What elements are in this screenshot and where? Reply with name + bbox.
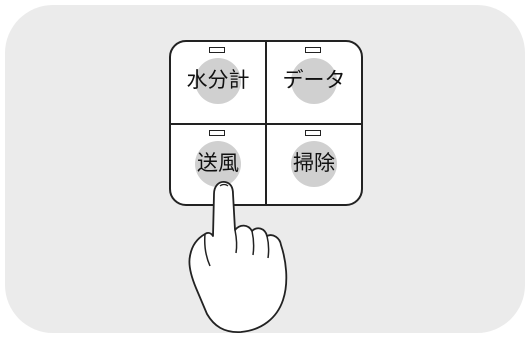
fan-button[interactable]: 送風 xyxy=(170,124,266,206)
moisture-meter-button[interactable]: 水分計 xyxy=(170,41,266,123)
keypad-horizontal-divider xyxy=(170,123,362,125)
fan-button-label: 送風 xyxy=(197,151,239,175)
moisture-meter-button-label: 水分計 xyxy=(186,68,250,92)
clean-button-face xyxy=(291,141,337,187)
fan-indicator-lamp xyxy=(209,130,225,136)
data-button[interactable]: データ xyxy=(266,41,362,123)
clean-button[interactable]: 掃除 xyxy=(266,124,362,206)
data-button-face xyxy=(291,58,337,104)
data-indicator-lamp xyxy=(305,47,321,53)
clean-indicator-lamp xyxy=(305,130,321,136)
moisture-meter-button-face xyxy=(195,58,241,104)
moisture-meter-indicator-lamp xyxy=(209,47,225,53)
data-button-label: データ xyxy=(282,68,346,92)
clean-button-label: 掃除 xyxy=(293,151,335,175)
fan-button-face xyxy=(195,141,241,187)
